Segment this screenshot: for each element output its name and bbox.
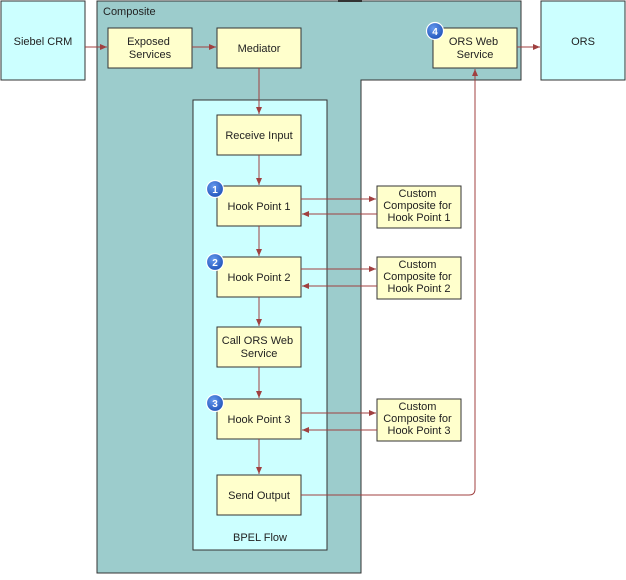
bpel-flow-label: BPEL Flow (233, 532, 287, 544)
svg-text:Exposed Services: Exposed Services (127, 36, 173, 61)
siebel-crm-label: Siebel CRM (14, 36, 73, 48)
custom-composite-3-line1: Custom (399, 401, 437, 413)
send-output-label: Send Output (228, 490, 290, 502)
composite-top-tab (338, 0, 362, 2)
hook-point-1-label: Hook Point 1 (228, 201, 291, 213)
svg-text:Custom Composite for: Custom Composite for Hook Point 1 (383, 188, 455, 224)
badge-1-number: 1 (212, 185, 218, 196)
hook-point-3-label: Hook Point 3 (228, 414, 291, 426)
exposed-services-node: Exposed Services (107, 27, 193, 69)
mediator-label: Mediator (238, 43, 281, 55)
ors-web-service-node: ORS Web Service (432, 27, 518, 69)
badge-3: 3 (205, 393, 225, 413)
arrow-send-to-ors-web-service (301, 69, 478, 496)
exposed-services-line1: Exposed (127, 36, 170, 48)
send-output-node: Send Output (216, 474, 302, 516)
svg-text:Call ORS Web Service: Call ORS Web Service (222, 335, 296, 360)
call-ors-node: Call ORS Web Service (216, 326, 302, 368)
hook-point-2-node: Hook Point 2 (216, 256, 302, 298)
custom-composite-1-line3: Hook Point 1 (388, 212, 451, 224)
custom-composite-1-node: Custom Composite for Hook Point 1 (376, 185, 462, 229)
exposed-services-line2: Services (129, 49, 172, 61)
call-ors-line2: Service (241, 348, 278, 360)
custom-composite-2-line3: Hook Point 2 (388, 283, 451, 295)
badge-4: 4 (425, 21, 445, 41)
custom-composite-2-line2: Composite for (383, 271, 452, 283)
svg-text:Custom Composite for: Custom Composite for Hook Point 3 (383, 401, 455, 437)
receive-input-label: Receive Input (225, 130, 292, 142)
receive-input-node: Receive Input (216, 114, 302, 156)
ors-box: ORS (540, 0, 626, 81)
call-ors-line1: Call ORS Web (222, 335, 293, 347)
custom-composite-3-node: Custom Composite for Hook Point 3 (376, 398, 462, 442)
hook-point-3-node: Hook Point 3 (216, 398, 302, 440)
hook-point-1-node: Hook Point 1 (216, 185, 302, 227)
siebel-crm-box: Siebel CRM (0, 0, 86, 81)
badge-3-number: 3 (212, 399, 218, 410)
badge-2-number: 2 (212, 258, 218, 269)
ors-web-service-line2: Service (457, 49, 494, 61)
hook-point-2-label: Hook Point 2 (228, 272, 291, 284)
custom-composite-1-line1: Custom (399, 188, 437, 200)
badge-4-number: 4 (432, 27, 438, 38)
custom-composite-2-line1: Custom (399, 259, 437, 271)
svg-text:Custom Composite for: Custom Composite for Hook Point 2 (383, 259, 455, 295)
composite-label: Composite (103, 6, 156, 18)
custom-composite-2-node: Custom Composite for Hook Point 2 (376, 256, 462, 300)
badge-1: 1 (205, 179, 225, 199)
badge-2: 2 (205, 252, 225, 272)
connectors (85, 44, 540, 496)
custom-composite-1-line2: Composite for (383, 200, 452, 212)
custom-composite-3-line3: Hook Point 3 (388, 425, 451, 437)
custom-composite-3-line2: Composite for (383, 413, 452, 425)
svg-text:ORS Web Service: ORS Web Service (449, 36, 501, 61)
ors-label: ORS (571, 36, 595, 48)
ors-web-service-line1: ORS Web (449, 36, 498, 48)
mediator-node: Mediator (216, 27, 302, 69)
